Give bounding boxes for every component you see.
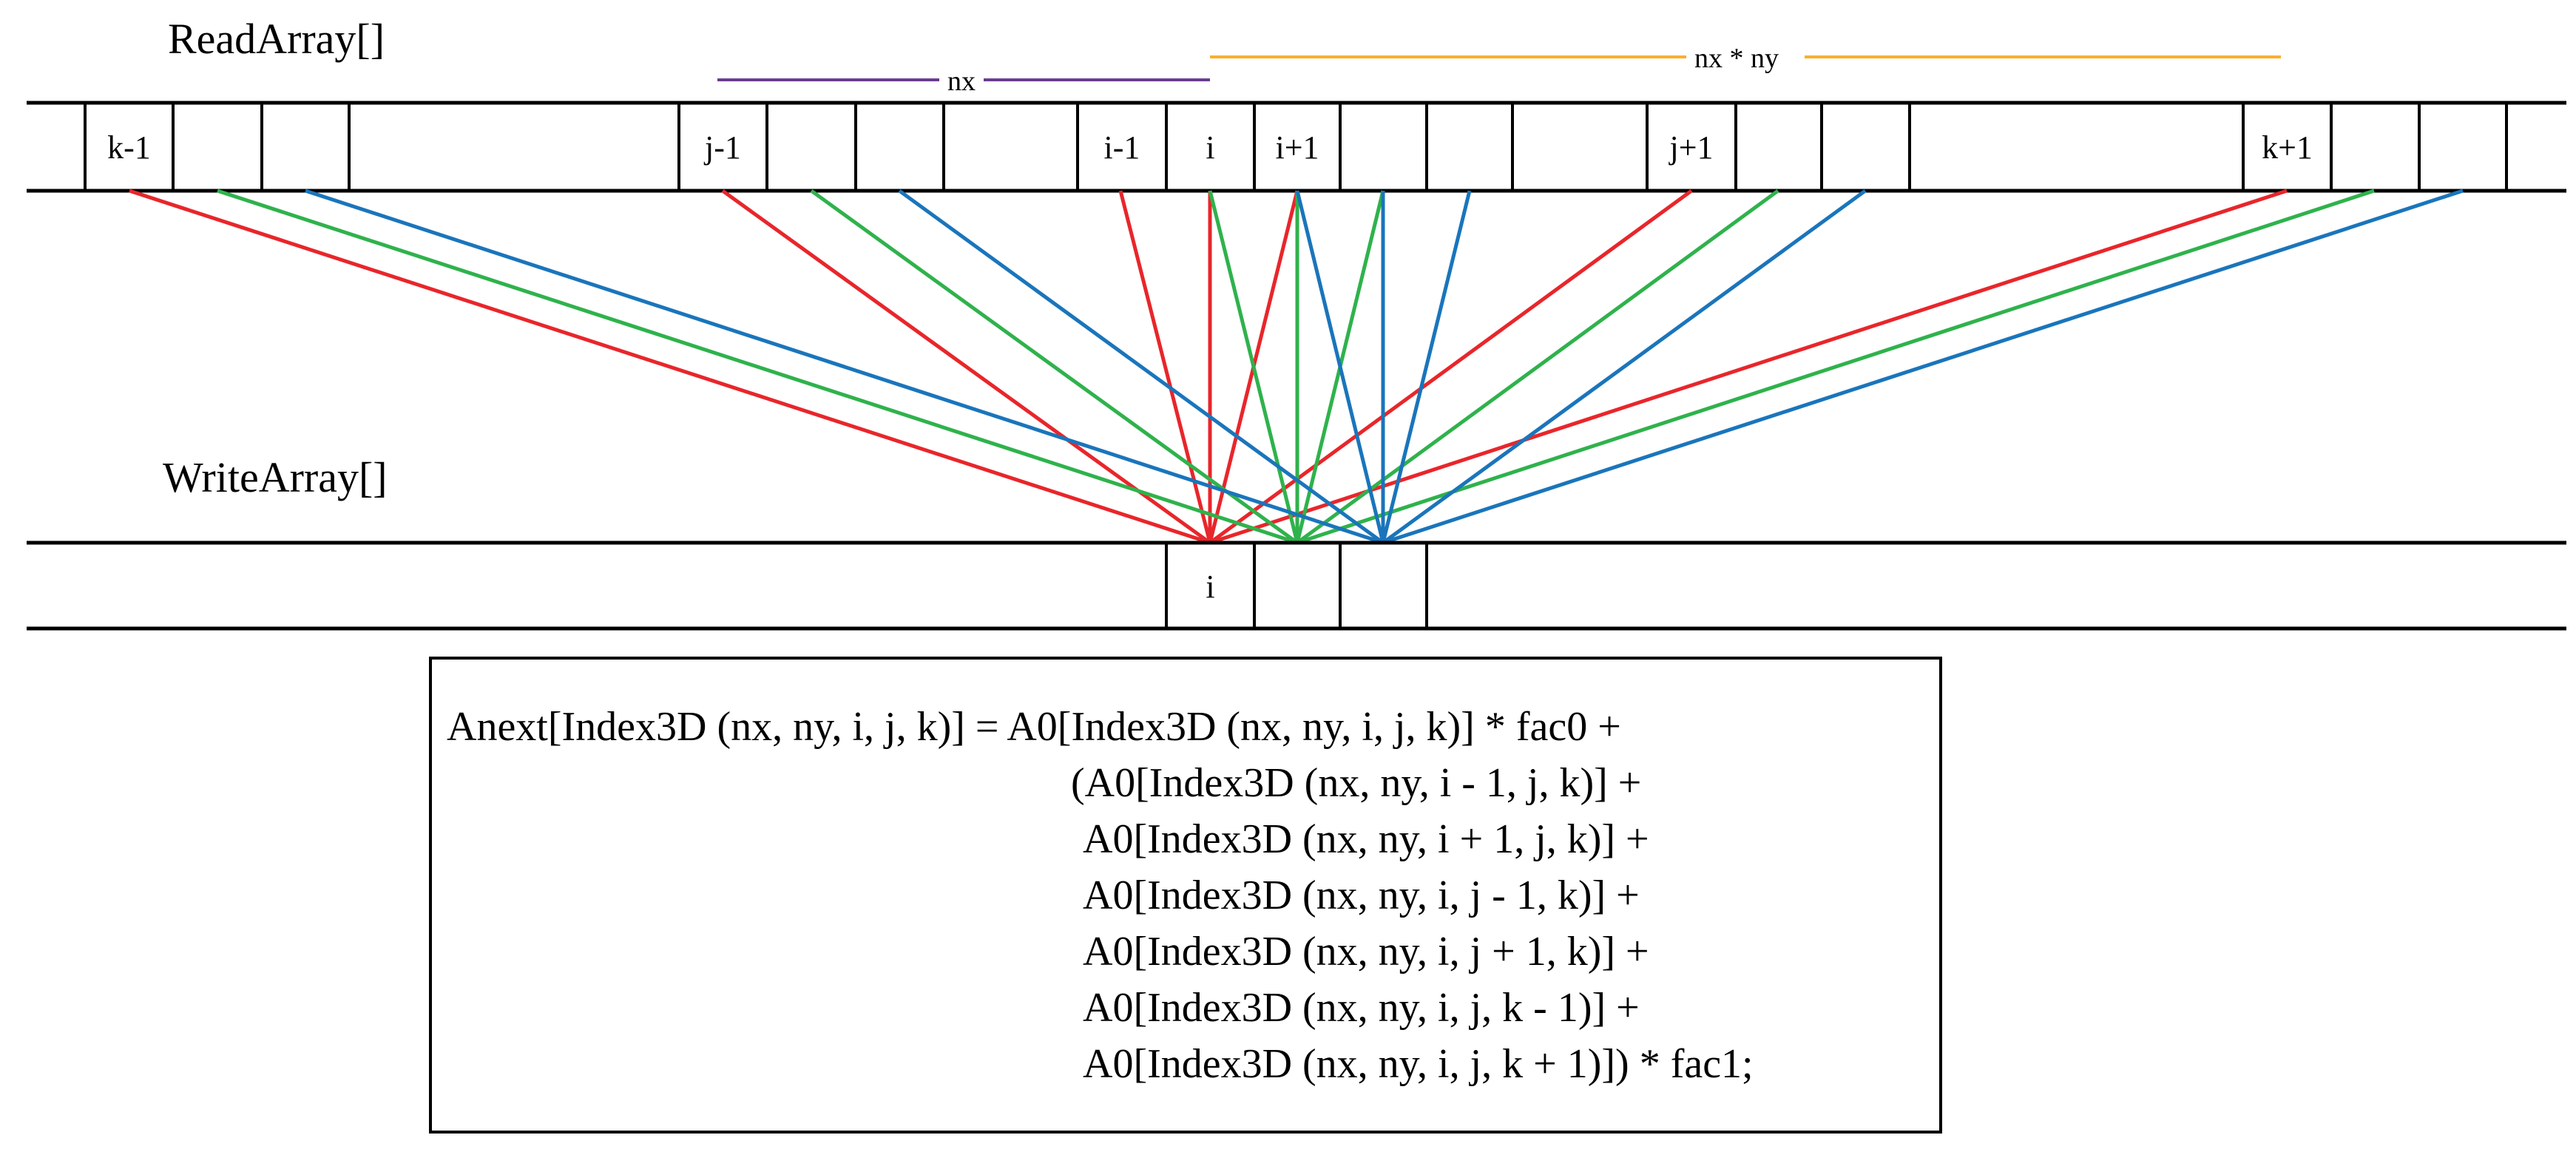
- code-line-4: A0[Index3D (nx, ny, i, j - 1, k)] +: [1083, 873, 1640, 918]
- red-dependency-line: [721, 189, 1211, 545]
- red-dependency-line: [1209, 189, 2288, 545]
- code-line-3: A0[Index3D (nx, ny, i + 1, j, k)] +: [1083, 816, 1649, 862]
- write-array-title: WriteArray[]: [163, 453, 388, 501]
- dependency-lines: [129, 189, 2464, 545]
- read-cell-label: j-1: [703, 129, 741, 166]
- read-array-title: ReadArray[]: [168, 15, 385, 63]
- green-dependency-line: [810, 189, 1299, 545]
- code-line-6: A0[Index3D (nx, ny, i, j, k - 1)] +: [1083, 985, 1640, 1031]
- read-array: k-1 j-1 i-1 i i+1 j+1 k+1: [27, 101, 2566, 193]
- write-cell-label: i: [1206, 569, 1214, 605]
- green-dependency-line: [1208, 190, 1299, 543]
- read-cell-label: i+1: [1275, 129, 1319, 166]
- code-line-7: A0[Index3D (nx, ny, i, j, k + 1)]) * fac…: [1083, 1041, 1754, 1087]
- code-line-2: (A0[Index3D (nx, ny, i - 1, j, k)] +: [1071, 760, 1642, 806]
- stencil-code-box: Anext[Index3D (nx, ny, i, j, k)] = A0[In…: [429, 657, 1942, 1134]
- read-array-cells: k-1 j-1 i-1 i i+1 j+1 k+1: [84, 103, 2508, 191]
- red-dependency-line: [1118, 190, 1212, 543]
- blue-dependency-line: [1295, 190, 1385, 543]
- read-cell-label: k-1: [107, 129, 151, 166]
- green-dependency-line: [217, 189, 1298, 545]
- blue-dependency-line: [305, 189, 1384, 545]
- read-cell-label: k+1: [2262, 129, 2313, 166]
- read-cell-label: j+1: [1668, 129, 1713, 166]
- green-dependency-line: [1297, 189, 2375, 545]
- write-array: i: [27, 541, 2566, 631]
- red-dependency-line: [1208, 189, 1693, 545]
- blue-dependency-line: [898, 189, 1385, 545]
- code-line-1: Anext[Index3D (nx, ny, i, j, k)] = A0[In…: [447, 704, 1621, 750]
- green-dependency-line: [1296, 189, 1779, 545]
- blue-dependency-line: [1381, 190, 1472, 543]
- blue-dependency-line: [1382, 189, 1867, 545]
- read-cell-label: i-1: [1104, 129, 1140, 166]
- code-line-5: A0[Index3D (nx, ny, i, j + 1, k)] +: [1083, 929, 1649, 975]
- blue-dependency-line: [1382, 189, 2464, 545]
- read-cell-label: i: [1206, 129, 1214, 166]
- write-array-cells: i: [1165, 543, 1428, 628]
- nxny-span-label: nx * ny: [1694, 43, 1779, 74]
- nx-span-label: nx: [947, 66, 976, 97]
- red-dependency-line: [129, 189, 1211, 545]
